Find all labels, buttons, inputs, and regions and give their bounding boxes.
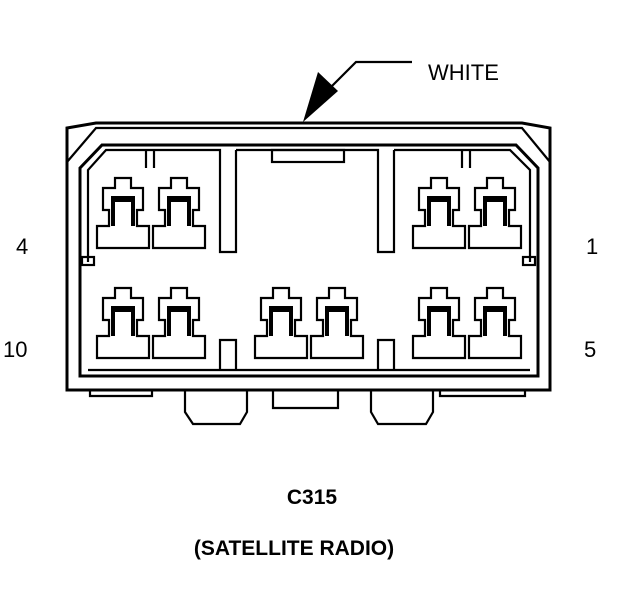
- pin-label-1: 1: [586, 234, 598, 259]
- terminal-cavity: [309, 286, 365, 360]
- terminal-cavity: [467, 286, 523, 360]
- terminal-cavity: [467, 176, 523, 250]
- connector-id: C315: [287, 486, 338, 509]
- connector-description: (SATELLITE RADIO): [194, 537, 394, 560]
- terminal-cavity: [411, 176, 467, 250]
- color-callout: WHITE: [303, 60, 499, 122]
- terminal-cavity: [151, 176, 207, 250]
- terminal-cavity: [95, 286, 151, 360]
- connector-housing: [65, 121, 552, 426]
- terminal-cavity: [95, 176, 151, 250]
- housing-dividers: [80, 148, 537, 372]
- pin-label-4: 4: [16, 234, 28, 259]
- pin-label-10: 10: [3, 337, 27, 362]
- callout-leader-line: [321, 60, 412, 97]
- wire-color-label: WHITE: [428, 60, 499, 85]
- pin-label-5: 5: [584, 337, 596, 362]
- terminal-cavity: [151, 286, 207, 360]
- terminal-cavities: [95, 176, 523, 360]
- callout-arrow-icon: [303, 72, 338, 122]
- terminal-cavity: [411, 286, 467, 360]
- terminal-cavity: [253, 286, 309, 360]
